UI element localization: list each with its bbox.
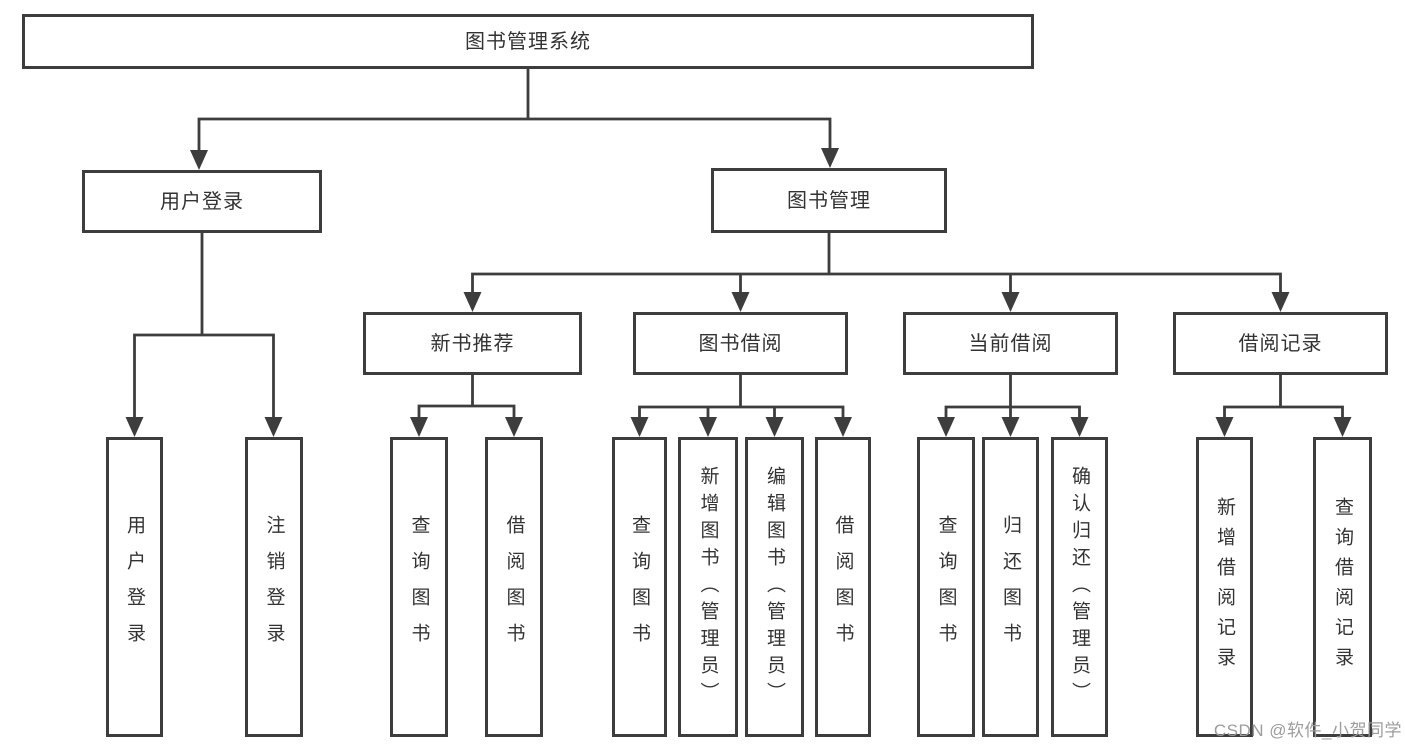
node-new-book-recommend: 新书推荐	[363, 312, 582, 375]
leaf-logout: 注销登录	[245, 437, 303, 737]
node-book-management: 图书管理	[711, 168, 947, 233]
node-borrow-records: 借阅记录	[1173, 312, 1388, 375]
node-library-system: 图书管理系统	[22, 14, 1034, 69]
node-book-borrow: 图书借阅	[633, 312, 848, 375]
leaf-add-borrow-record: 新增借阅记录	[1196, 437, 1253, 737]
leaf-query-books-recommend: 查询图书	[390, 437, 448, 737]
leaf-borrow-books-borrow: 借阅图书	[815, 437, 871, 737]
node-current-borrow: 当前借阅	[903, 312, 1118, 375]
watermark: CSDN @软件_小贺同学	[1213, 721, 1402, 740]
leaf-edit-book-admin: 编辑图书（管理员）	[745, 437, 804, 737]
leaf-query-borrow-record: 查询借阅记录	[1313, 437, 1372, 737]
leaf-query-books-current: 查询图书	[917, 437, 975, 737]
leaf-user-login: 用户登录	[106, 437, 163, 737]
leaf-query-books-borrow: 查询图书	[612, 437, 667, 737]
leaf-return-book: 归还图书	[982, 437, 1039, 737]
leaf-add-book-admin: 新增图书（管理员）	[678, 437, 738, 737]
leaf-confirm-return-admin: 确认归还（管理员）	[1051, 437, 1108, 737]
leaf-borrow-books-recommend: 借阅图书	[485, 437, 543, 737]
node-user-login: 用户登录	[82, 170, 322, 233]
